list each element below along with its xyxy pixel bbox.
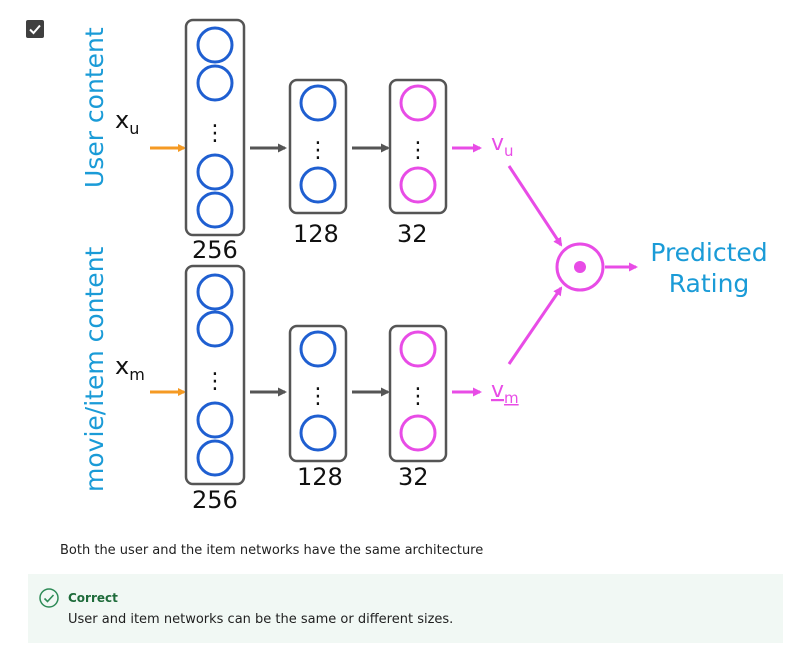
user-layer-1-size: 256 <box>192 236 238 264</box>
feedback-status: Correct <box>68 591 118 605</box>
v-item-to-dot-arrow <box>507 286 563 365</box>
neuron <box>196 439 234 477</box>
user-layer-32: ⋮ <box>388 78 448 215</box>
neuron <box>399 166 437 204</box>
neuron <box>399 330 437 368</box>
question-text: Both the user and the item networks have… <box>60 543 484 558</box>
ellipsis: ⋮ <box>204 369 226 394</box>
ellipsis: ⋮ <box>407 138 429 163</box>
ellipsis: ⋮ <box>307 384 329 409</box>
dot-product-node <box>555 242 605 292</box>
item-layer-1-size: 256 <box>192 486 238 514</box>
user-layer-2-size: 128 <box>293 220 339 248</box>
neuron <box>196 310 234 348</box>
ellipsis: ⋮ <box>407 384 429 409</box>
neuron <box>196 26 234 64</box>
x-item-label: xm <box>115 352 145 384</box>
ellipsis: ⋮ <box>204 121 226 146</box>
item-layer-256: ⋮ <box>184 264 246 486</box>
neuron <box>196 191 234 229</box>
user-layer-3-size: 32 <box>397 220 428 248</box>
user-content-label: User content <box>80 27 109 188</box>
item-layer-3-size: 32 <box>398 463 429 491</box>
item-content-label: movie/item content <box>80 246 109 492</box>
neuron <box>299 330 337 368</box>
item-layer-128: ⋮ <box>288 324 348 463</box>
v-user-to-dot-arrow <box>507 165 563 247</box>
neuron <box>196 153 234 191</box>
rating-label: Rating <box>669 269 750 298</box>
x-user-label: xu <box>115 106 139 138</box>
two-tower-network-diagram: User content movie/item content xu ⋮ 256… <box>80 18 768 514</box>
neuron <box>196 64 234 102</box>
neuron <box>196 273 234 311</box>
feedback-message: User and item networks can be the same o… <box>68 612 454 627</box>
neuron <box>299 84 337 122</box>
answer-checkbox[interactable] <box>26 20 44 38</box>
checkmark-icon <box>29 24 41 35</box>
neuron <box>399 414 437 452</box>
item-layer-32: ⋮ <box>388 324 448 463</box>
item-layer-2-size: 128 <box>297 463 343 491</box>
neuron <box>299 166 337 204</box>
neuron <box>299 414 337 452</box>
neuron <box>196 401 234 439</box>
user-layer-128: ⋮ <box>288 78 348 215</box>
user-layer-256: ⋮ <box>184 18 246 237</box>
ellipsis: ⋮ <box>307 138 329 163</box>
predicted-label: Predicted <box>650 238 767 267</box>
v-user-label: vu <box>491 131 514 160</box>
v-item-label: vm <box>491 378 519 407</box>
check-circle-icon <box>39 588 59 608</box>
neuron <box>399 84 437 122</box>
feedback-panel: Correct User and item networks can be th… <box>28 574 783 643</box>
